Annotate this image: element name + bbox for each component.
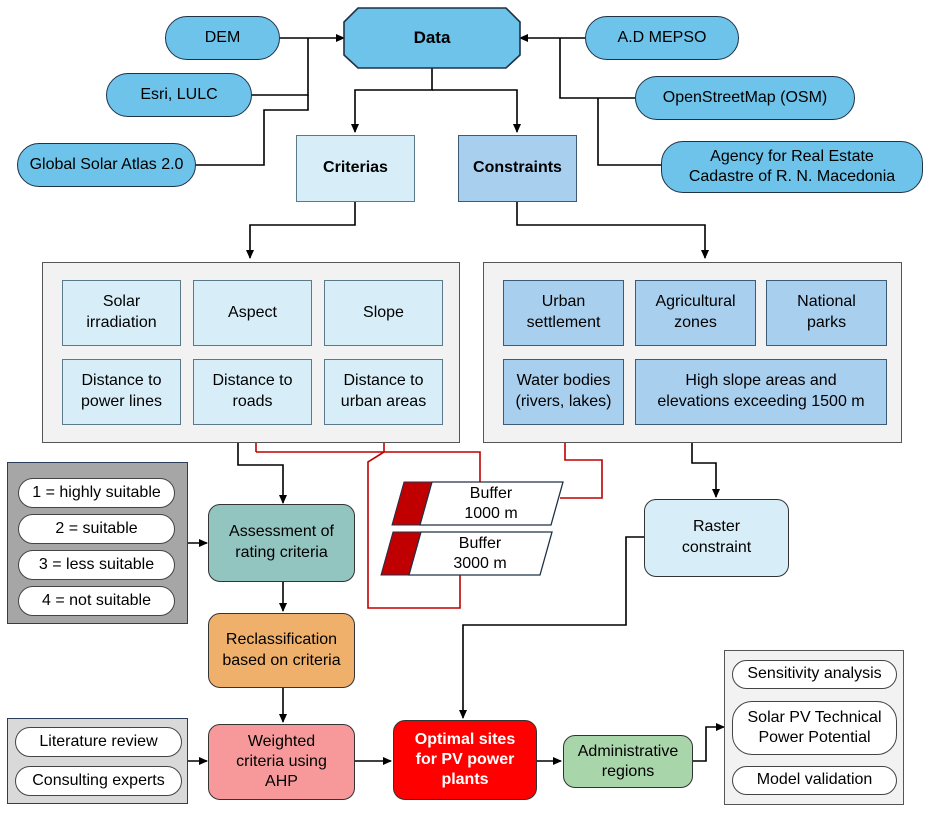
source-dem: DEM	[165, 16, 280, 60]
constraints-box: Constraints	[458, 135, 577, 202]
data-split-2	[432, 89, 521, 133]
criterias-box: Criterias	[296, 135, 415, 202]
criteria-slope: Slope	[324, 280, 443, 346]
rating-1: 1 = highly suitable	[18, 478, 175, 508]
gsa-line	[196, 95, 309, 166]
buffer3000-line	[367, 451, 461, 609]
raster-to-optimal	[459, 536, 644, 719]
crit-arrow	[246, 202, 356, 259]
agency-line	[597, 98, 661, 166]
source-gsa: Global Solar Atlas 2.0	[17, 143, 196, 187]
rating-4: 4 = not suitable	[18, 586, 175, 616]
buffer1000-line	[384, 451, 481, 490]
buffer-3000-shape	[380, 531, 553, 576]
sensitivity-analysis: Sensitivity analysis	[732, 660, 897, 689]
constraint-water: Water bodies(rivers, lakes)	[503, 359, 624, 425]
model-validation: Model validation	[732, 766, 897, 795]
osm-line	[559, 38, 635, 99]
panel-to-assess	[237, 443, 287, 504]
data-octagon	[343, 7, 521, 69]
admin-to-outputs	[693, 723, 725, 762]
data-node: Data	[413, 27, 451, 47]
source-mepso: A.D MEPSO	[585, 16, 739, 60]
source-osm: OpenStreetMap (OSM)	[635, 76, 855, 120]
cons-to-raster	[691, 443, 720, 498]
source-esri: Esri, LULC	[106, 73, 252, 117]
buffer1000-to-water	[560, 424, 603, 499]
rating-2: 2 = suitable	[18, 514, 175, 544]
criteria-aspect: Aspect	[193, 280, 312, 346]
data-split	[351, 68, 433, 133]
literature-review: Literature review	[15, 727, 182, 757]
buffer-1000-shape	[391, 481, 564, 526]
rating-3: 3 = less suitable	[18, 550, 175, 580]
cons-arrow	[516, 202, 709, 259]
consulting-experts: Consulting experts	[15, 766, 182, 796]
